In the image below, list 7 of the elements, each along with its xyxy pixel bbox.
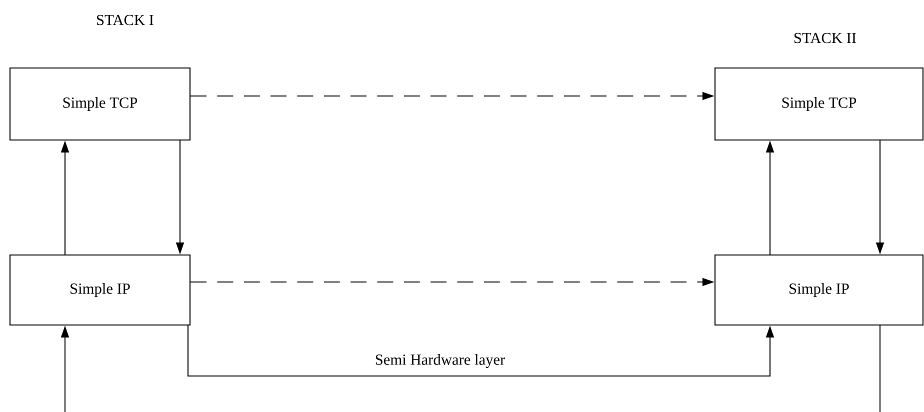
process-box: Simple IP [9,254,191,326]
process-box: Simple TCP [714,67,924,141]
stack-label: STACK I [97,14,154,26]
process-box: Simple TCP [9,67,191,141]
edge-label: Semi Hardware layer [374,352,506,370]
process-box: Simple IP [714,254,924,326]
stack-label: STACK II [794,32,856,44]
